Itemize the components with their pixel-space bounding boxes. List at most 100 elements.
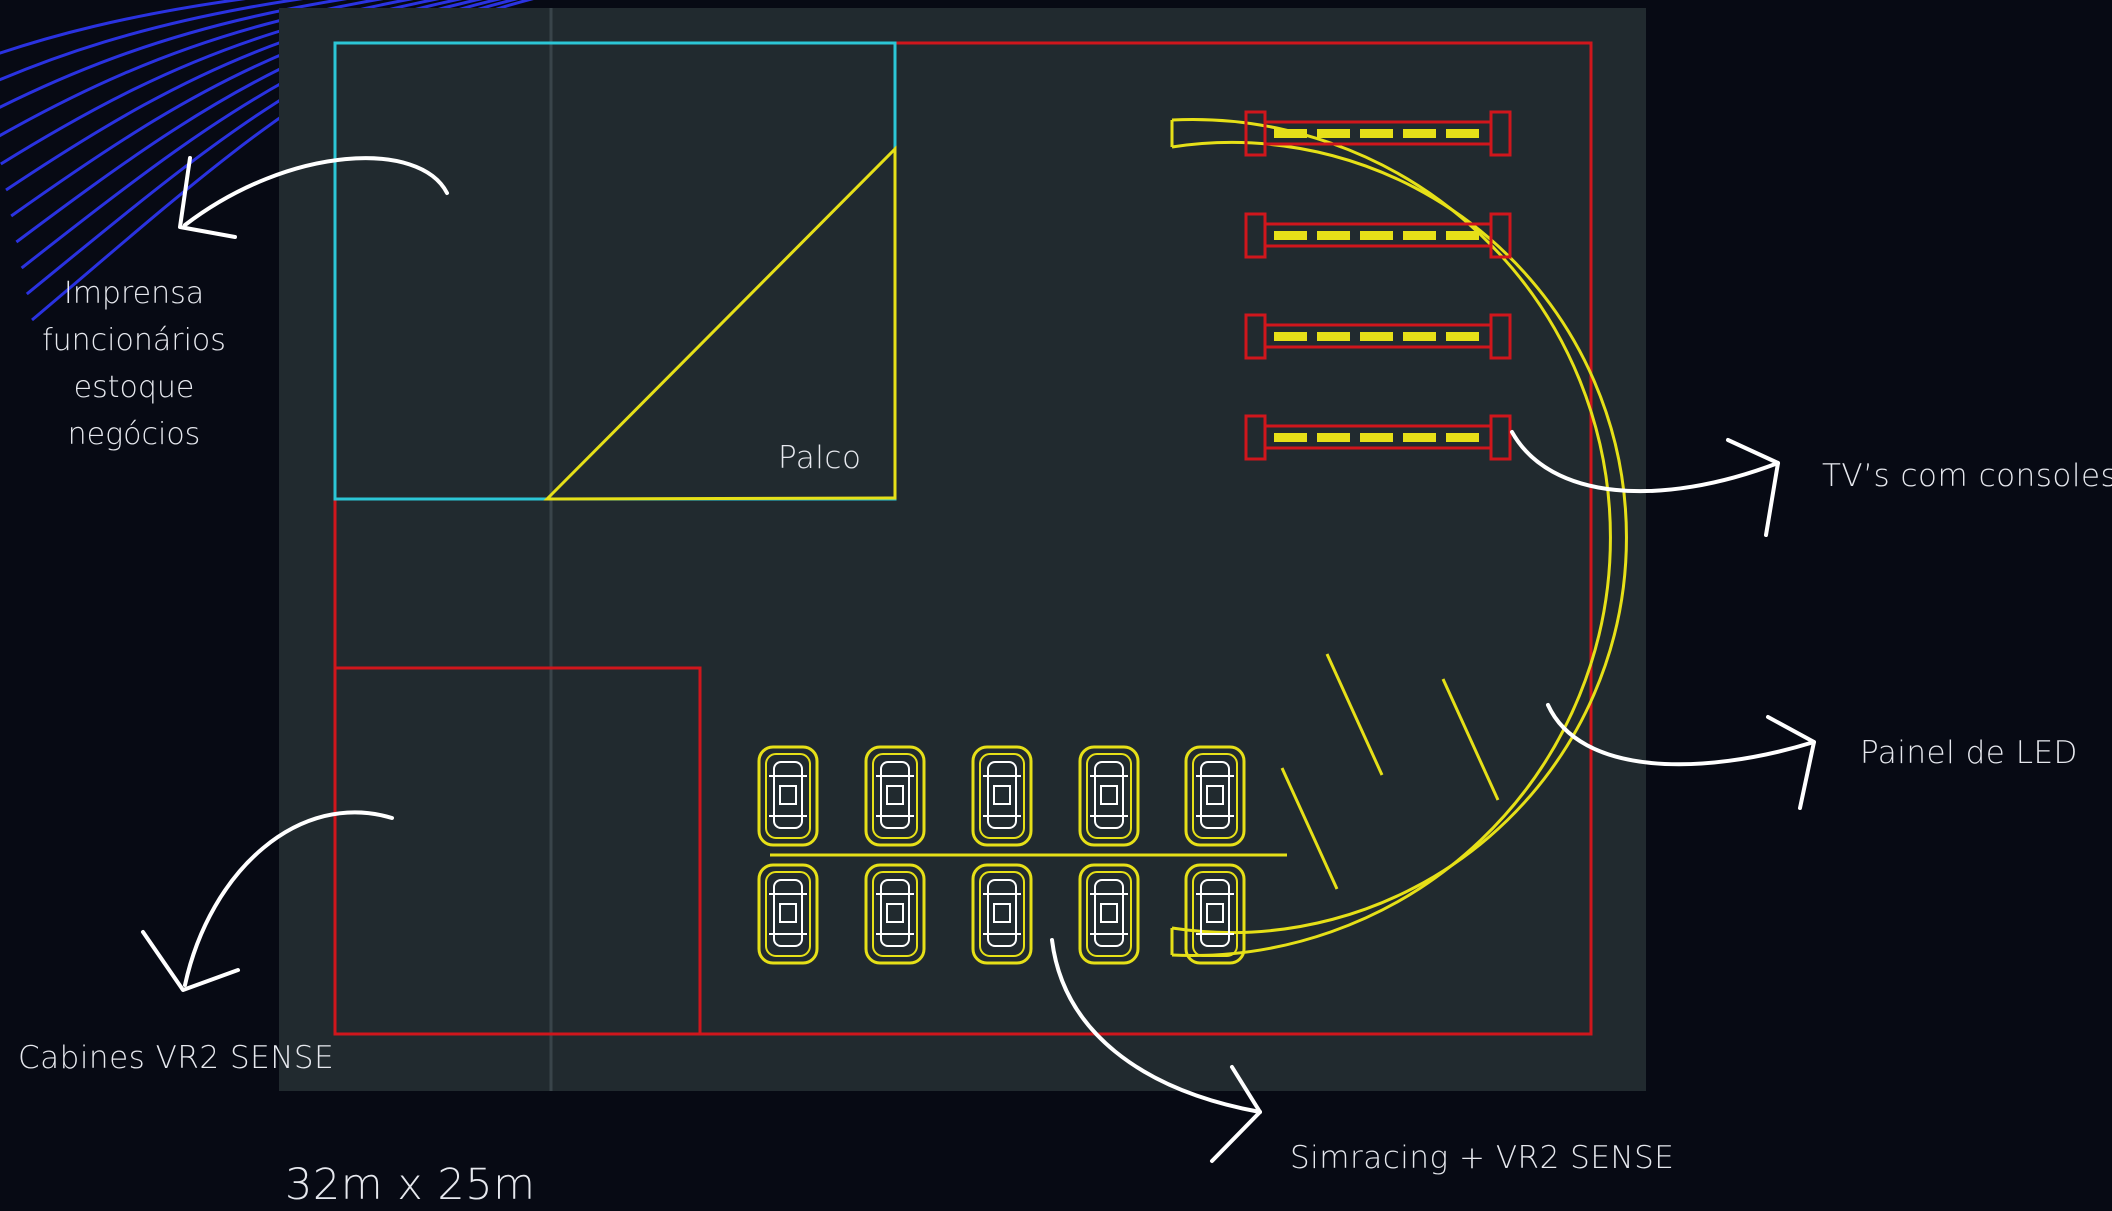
sim-rig-wheel bbox=[886, 903, 904, 923]
vr-booths-label: Cabines VR2 SENSE bbox=[18, 1040, 335, 1076]
sim-rig bbox=[971, 863, 1033, 965]
led-floor-lines bbox=[1280, 653, 1500, 890]
sim-rig-inner bbox=[1086, 753, 1132, 839]
decor-wave-line bbox=[0, 0, 384, 138]
tv-console-unit bbox=[1403, 231, 1436, 240]
tv-station-table bbox=[1263, 424, 1493, 450]
press-area-arrow bbox=[183, 156, 449, 227]
decor-wave-line bbox=[0, 0, 414, 166]
side-area-negocios: negócios bbox=[67, 417, 201, 452]
sim-rig bbox=[864, 745, 926, 847]
sim-rig bbox=[757, 863, 819, 965]
sim-rig-seat bbox=[1200, 879, 1230, 947]
plan-background bbox=[279, 8, 1646, 1091]
tv-consoles-label: TV’s com consoles bbox=[1822, 458, 2112, 494]
tv-console-unit bbox=[1446, 332, 1479, 341]
sim-rig-outer bbox=[1184, 863, 1246, 965]
tv-console-unit bbox=[1446, 129, 1479, 138]
sim-rig bbox=[757, 745, 819, 847]
sim-rig-wheel bbox=[1206, 785, 1224, 805]
led-panel bbox=[1170, 118, 1628, 957]
sim-rig-seat bbox=[987, 879, 1017, 947]
sim-rig bbox=[1078, 745, 1140, 847]
tv-console-unit bbox=[1446, 231, 1479, 240]
sim-rig-seat bbox=[880, 879, 910, 947]
simracing-arrowhead bbox=[1210, 1065, 1262, 1163]
led-panel-label: Painel de LED bbox=[1860, 735, 2078, 771]
sim-rig-seat bbox=[1094, 879, 1124, 947]
sim-rig-seat bbox=[1094, 761, 1124, 829]
side-area-imprensa: Imprensa bbox=[63, 276, 205, 311]
sim-rig bbox=[864, 863, 926, 965]
sim-rig-wheel bbox=[1100, 785, 1118, 805]
sim-rig-wheel bbox=[779, 785, 797, 805]
decor-wave-line bbox=[0, 0, 304, 82]
sim-rig-seat bbox=[880, 761, 910, 829]
sim-rig-outer bbox=[757, 745, 819, 847]
tv-console-unit bbox=[1360, 231, 1393, 240]
decor-wave-line bbox=[0, 0, 247, 55]
sim-rig-outer bbox=[1078, 863, 1140, 965]
side-areas-label: Imprensa funcionários estoque negócios bbox=[14, 270, 254, 458]
sim-rig-inner bbox=[1192, 753, 1238, 839]
sim-rig-wheel bbox=[993, 903, 1011, 923]
stage-label: Palco bbox=[778, 440, 862, 476]
side-area-funcionarios: funcionários bbox=[42, 323, 226, 358]
sim-rig-outer bbox=[864, 863, 926, 965]
tv-console-unit bbox=[1317, 231, 1350, 240]
sim-rig-outer bbox=[1184, 745, 1246, 847]
tv-station-table bbox=[1263, 222, 1493, 248]
sim-rig-inner bbox=[979, 871, 1025, 957]
sim-rig-inner bbox=[765, 871, 811, 957]
sim-rig-inner bbox=[872, 753, 918, 839]
tv-console-unit bbox=[1274, 332, 1307, 341]
sim-rig-inner bbox=[765, 753, 811, 839]
sim-rig-wheel bbox=[1100, 903, 1118, 923]
stage-outline bbox=[543, 145, 897, 501]
vr-booths-arrow bbox=[183, 810, 394, 987]
sim-rig-outer bbox=[864, 745, 926, 847]
sim-rig-wheel bbox=[779, 903, 797, 923]
tv-station-table bbox=[1263, 120, 1493, 146]
tv-arrowhead bbox=[1726, 438, 1780, 537]
sim-rig-outer bbox=[757, 863, 819, 965]
sim-rig-outer bbox=[971, 745, 1033, 847]
sim-rig-inner bbox=[872, 871, 918, 957]
tv-console-unit bbox=[1360, 332, 1393, 341]
simracing-arrow bbox=[1050, 938, 1262, 1114]
sim-rig-outer bbox=[1078, 745, 1140, 847]
sim-rig bbox=[971, 745, 1033, 847]
dimensions-label: 32m x 25m bbox=[285, 1160, 536, 1210]
led-arrowhead bbox=[1766, 715, 1816, 810]
tv-station-table bbox=[1263, 323, 1493, 349]
simracing-rigs bbox=[757, 745, 1246, 965]
vr-booths-arrowhead bbox=[141, 930, 240, 992]
tv-stations bbox=[1244, 110, 1512, 461]
simracing-label: Simracing + VR2 SENSE bbox=[1290, 1140, 1675, 1176]
sim-rig bbox=[1078, 863, 1140, 965]
tv-station bbox=[1244, 414, 1512, 461]
led-arrow bbox=[1546, 703, 1816, 767]
sim-rig bbox=[1184, 863, 1246, 965]
decor-wave-line bbox=[0, 0, 348, 109]
tv-station bbox=[1244, 212, 1512, 259]
sim-rig-inner bbox=[979, 753, 1025, 839]
tv-arrow bbox=[1510, 430, 1780, 494]
sim-rig-outer bbox=[971, 863, 1033, 965]
tv-console-unit bbox=[1274, 129, 1307, 138]
sim-rig-inner bbox=[1086, 871, 1132, 957]
sim-rig-wheel bbox=[1206, 903, 1224, 923]
side-area-estoque: estoque bbox=[73, 370, 195, 405]
tv-console-unit bbox=[1446, 433, 1479, 442]
sim-rig-seat bbox=[1200, 761, 1230, 829]
venue-boundary bbox=[333, 41, 1593, 1036]
sim-rig-seat bbox=[987, 761, 1017, 829]
sim-rig-seat bbox=[773, 761, 803, 829]
sim-rig-seat bbox=[773, 879, 803, 947]
tv-console-unit bbox=[1317, 433, 1350, 442]
sim-rig-wheel bbox=[886, 785, 904, 805]
sim-rig-inner bbox=[1192, 871, 1238, 957]
tv-console-unit bbox=[1274, 433, 1307, 442]
tv-console-unit bbox=[1403, 332, 1436, 341]
